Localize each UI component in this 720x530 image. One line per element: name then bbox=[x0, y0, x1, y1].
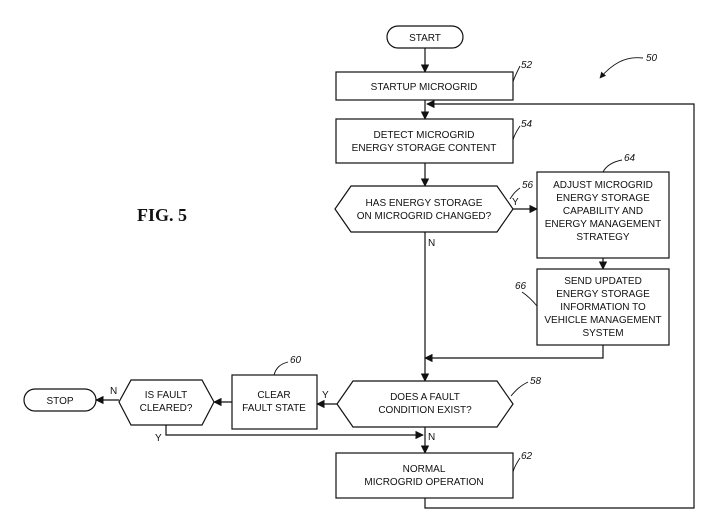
changed-yes-label: Y bbox=[512, 197, 519, 208]
ref-adjust: 64 bbox=[624, 153, 636, 164]
figure-label: FIG. 5 bbox=[137, 205, 187, 225]
changed-decision bbox=[334, 185, 514, 233]
changed-label-2: ON MICROGRID CHANGED? bbox=[357, 211, 492, 222]
cleared-no-label: N bbox=[110, 386, 117, 397]
normal-box bbox=[335, 452, 514, 499]
detect-label-2: ENERGY STORAGE CONTENT bbox=[352, 143, 497, 154]
fault-label-2: CONDITION EXIST? bbox=[378, 405, 472, 416]
fault-label-1: DOES A FAULT bbox=[390, 392, 460, 403]
ref-clear: 60 bbox=[290, 355, 302, 366]
adjust-label-2: ENERGY STORAGE bbox=[556, 193, 650, 204]
adjust-label-5: STRATEGY bbox=[576, 232, 629, 243]
ref-normal: 62 bbox=[521, 451, 533, 462]
send-label-1: SEND UPDATED bbox=[564, 276, 642, 287]
ref-adjust-leader bbox=[602, 159, 623, 173]
edge-send-merge bbox=[424, 345, 604, 363]
send-label-2: ENERGY STORAGE bbox=[556, 289, 650, 300]
ref-fault-leader bbox=[510, 381, 529, 397]
adjust-label-3: CAPABILITY AND bbox=[563, 206, 643, 217]
cleared-yes-label: Y bbox=[155, 433, 162, 444]
adjust-label-4: ENERGY MANAGEMENT bbox=[545, 219, 662, 230]
ref-fault: 58 bbox=[530, 376, 542, 387]
adjust-label-1: ADJUST MICROGRID bbox=[553, 180, 653, 191]
stop-terminal bbox=[23, 388, 97, 412]
send-label-4: VEHICLE MANAGEMENT bbox=[544, 315, 661, 326]
changed-no-label: N bbox=[428, 238, 435, 249]
changed-label-1: HAS ENERGY STORAGE bbox=[366, 198, 483, 209]
normal-label-1: NORMAL bbox=[403, 464, 446, 475]
ref-send: 66 bbox=[515, 281, 527, 292]
ref-changed: 56 bbox=[522, 180, 534, 191]
ref-normal-leader bbox=[512, 457, 521, 473]
stop-label: STOP bbox=[46, 396, 73, 407]
send-label-3: INFORMATION TO bbox=[560, 302, 646, 313]
ref-detect: 54 bbox=[521, 119, 533, 130]
ref-send-leader bbox=[521, 291, 538, 307]
startup-box bbox=[335, 71, 514, 101]
ref-clear-leader bbox=[273, 361, 289, 376]
cleared-label-2: CLEARED? bbox=[140, 403, 193, 414]
fault-decision bbox=[336, 380, 514, 428]
startup-label: STARTUP MICROGRID bbox=[371, 82, 478, 93]
detect-box bbox=[335, 118, 514, 164]
edge-cleared-merge bbox=[165, 425, 424, 440]
ref-overall-leader bbox=[599, 57, 644, 79]
ref-startup: 52 bbox=[521, 60, 533, 71]
fault-no-label: N bbox=[428, 432, 435, 443]
fault-yes-label: Y bbox=[322, 390, 329, 401]
adjust-box bbox=[536, 171, 670, 259]
ref-detect-leader bbox=[512, 125, 521, 141]
normal-label-2: MICROGRID OPERATION bbox=[364, 477, 483, 488]
ref-changed-leader bbox=[509, 187, 521, 200]
send-label-5: SYSTEM bbox=[582, 328, 623, 339]
ref-overall: 50 bbox=[646, 53, 658, 64]
clear-label-2: FAULT STATE bbox=[242, 403, 306, 414]
cleared-label-1: IS FAULT bbox=[145, 390, 188, 401]
start-label: START bbox=[409, 33, 441, 44]
cleared-decision bbox=[118, 379, 215, 426]
detect-label-1: DETECT MICROGRID bbox=[374, 130, 475, 141]
edge-normal-loop bbox=[424, 99, 695, 509]
clear-label-1: CLEAR bbox=[257, 390, 290, 401]
ref-startup-leader bbox=[512, 65, 521, 83]
clear-box bbox=[231, 374, 318, 430]
